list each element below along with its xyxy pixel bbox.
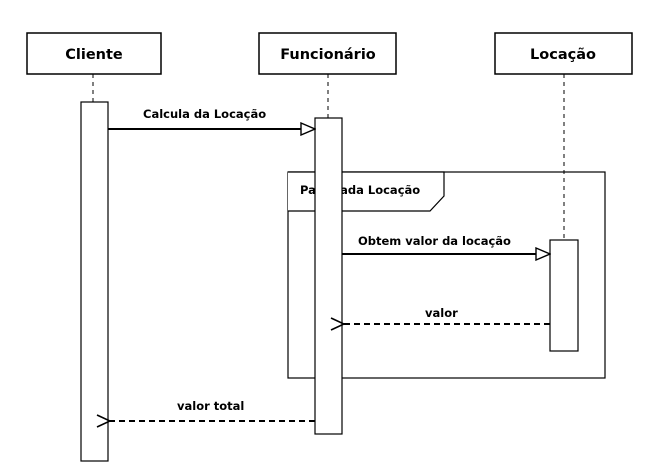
message-obtem-valor: Obtem valor da locação (342, 234, 550, 254)
message-calcula-locacao-label: Calcula da Locação (143, 107, 266, 121)
activation-bar-locacao (549, 239, 579, 352)
activation-bar-cliente (80, 101, 109, 462)
participant-locacao: Locação (494, 32, 633, 75)
participant-locacao-label: Locação (530, 47, 596, 63)
participant-funcionario: Funcionário (258, 32, 397, 75)
participant-cliente: Cliente (26, 32, 162, 75)
activation-bar-funcionario (314, 117, 343, 435)
message-valor: valor (344, 306, 550, 324)
participant-funcionario-label: Funcionário (280, 47, 376, 63)
message-valor-total-label: valor total (177, 399, 244, 413)
message-valor-label: valor (425, 306, 458, 320)
participant-cliente-label: Cliente (65, 47, 123, 63)
message-calcula-locacao: Calcula da Locação (108, 107, 315, 129)
message-valor-total: valor total (110, 399, 315, 421)
message-obtem-valor-label: Obtem valor da locação (358, 234, 511, 248)
